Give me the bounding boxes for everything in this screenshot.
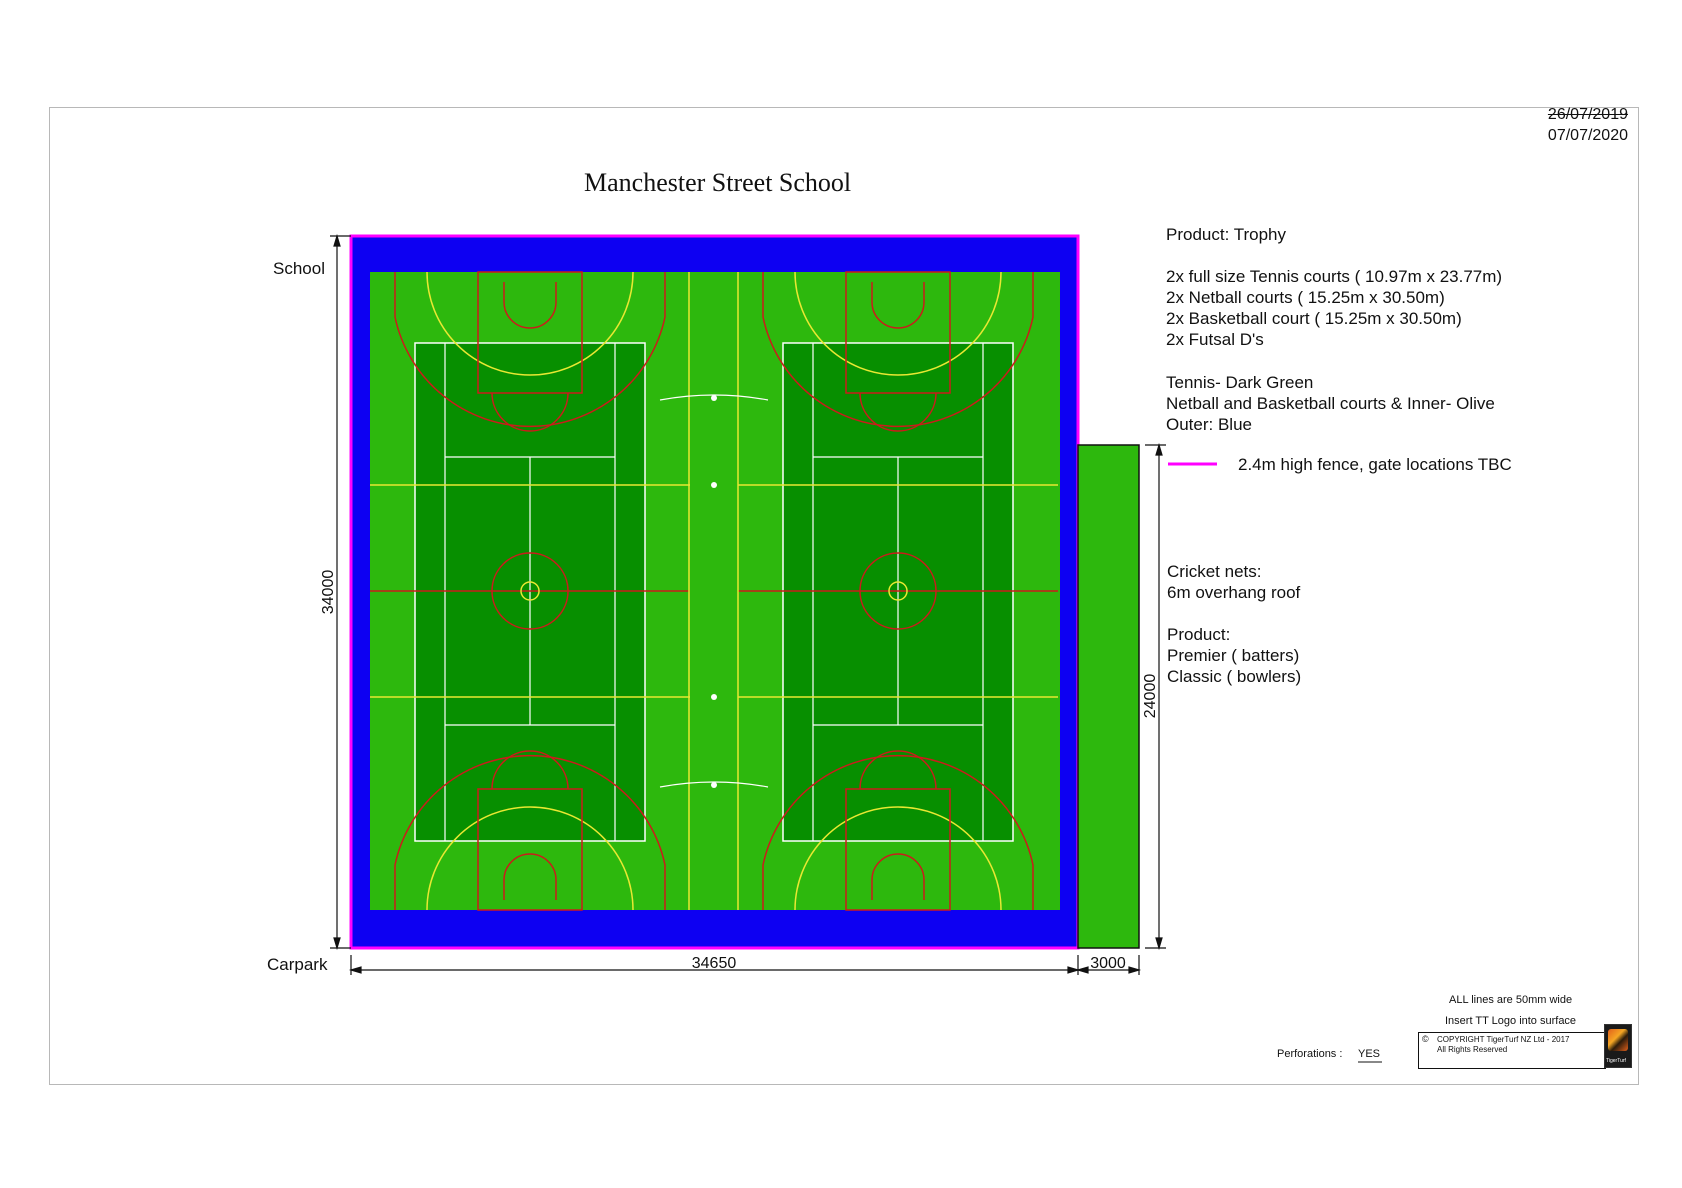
logo-text: TigerTurf (1606, 1058, 1626, 1064)
netball-goal-circle-left (426, 806, 634, 911)
perforations-label: Perforations : (1277, 1048, 1343, 1060)
basketball-key-left (477, 788, 583, 911)
court-spec-4: 2x Futsal D's (1166, 330, 1264, 349)
color-note-2: Netball and Basketball courts & Inner- O… (1166, 394, 1495, 413)
cricket-product-heading: Product: (1167, 625, 1231, 644)
dim-width-main: 34650 (692, 955, 737, 972)
perforations-value: YES (1358, 1048, 1381, 1060)
netball-goal-circle-right (794, 806, 1002, 911)
color-note-3: Outer: Blue (1166, 415, 1252, 434)
cricket-net-area (1077, 444, 1140, 949)
basketball-free-throw-arc-left (491, 392, 569, 432)
drawing-frame (49, 107, 1639, 1085)
basketball-free-throw-arc-right (859, 392, 937, 432)
futsal-spot (711, 482, 717, 488)
basketball-free-throw-arc-right (859, 750, 937, 790)
basketball-free-throw-arc-left (491, 750, 569, 790)
basketball-restricted-arc-left (503, 282, 557, 329)
court-spec-2: 2x Netball courts ( 15.25m x 30.50m) (1166, 288, 1445, 307)
copyright-text: COPYRIGHT TigerTurf NZ Ltd - 2017 (1437, 1035, 1570, 1044)
lines-note: ALL lines are 50mm wide (1449, 994, 1573, 1006)
copyright-box: © COPYRIGHT TigerTurf NZ Ltd - 2017 All … (1418, 1032, 1606, 1069)
cricket-product-2: Classic ( bowlers) (1167, 667, 1302, 686)
fence-legend-text: 2.4m high fence, gate locations TBC (1238, 455, 1512, 474)
drawing-title: Manchester Street School (584, 168, 852, 197)
cricket-note-1: Cricket nets: (1167, 562, 1262, 581)
netball-centre-circle-right (888, 581, 908, 601)
basketball-three-point-left (394, 272, 666, 428)
netball-goal-circle-left (426, 271, 634, 376)
basketball-centre-circle-right (859, 552, 937, 630)
futsal-spot (711, 395, 717, 401)
netball-centre-circle-left (520, 581, 540, 601)
logo-note: Insert TT Logo into surface (1445, 1015, 1577, 1027)
futsal-spot (711, 694, 717, 700)
court-spec-3: 2x Basketball court ( 15.25m x 30.50m) (1166, 309, 1462, 328)
basketball-restricted-arc-right (871, 282, 925, 329)
date-current: 07/07/2020 (1547, 127, 1628, 144)
basketball-restricted-arc-right (871, 853, 925, 900)
cricket-note-2: 6m overhang roof (1167, 583, 1301, 602)
dim-width-side: 3000 (1090, 955, 1126, 972)
basketball-restricted-arc-left (503, 853, 557, 900)
label-carpark: Carpark (267, 955, 328, 974)
court-spec-1: 2x full size Tennis courts ( 10.97m x 23… (1166, 267, 1503, 286)
dimension-lines (330, 233, 1166, 975)
basketball-key-left (477, 271, 583, 394)
copyright-icon: © (1422, 1034, 1429, 1044)
rights-text: All Rights Reserved (1437, 1045, 1508, 1054)
cricket-product-1: Premier ( batters) (1167, 646, 1300, 665)
basketball-three-point-right (762, 272, 1034, 428)
dim-height-side: 24000 (1142, 674, 1159, 719)
date-superseded: 26/07/2019 (1547, 106, 1628, 123)
label-school: School (273, 259, 325, 278)
color-note-1: Tennis- Dark Green (1166, 373, 1314, 392)
basketball-key-right (845, 788, 951, 911)
futsal-spot (711, 782, 717, 788)
netball-goal-circle-right (794, 271, 1002, 376)
basketball-three-point-right (762, 754, 1034, 910)
product-heading: Product: Trophy (1166, 225, 1287, 244)
basketball-centre-circle-left (491, 552, 569, 630)
dim-height-main: 34000 (320, 570, 337, 615)
tigerturf-logo: TigerTurf (1604, 1024, 1632, 1068)
basketball-three-point-left (394, 754, 666, 910)
basketball-key-right (845, 271, 951, 394)
